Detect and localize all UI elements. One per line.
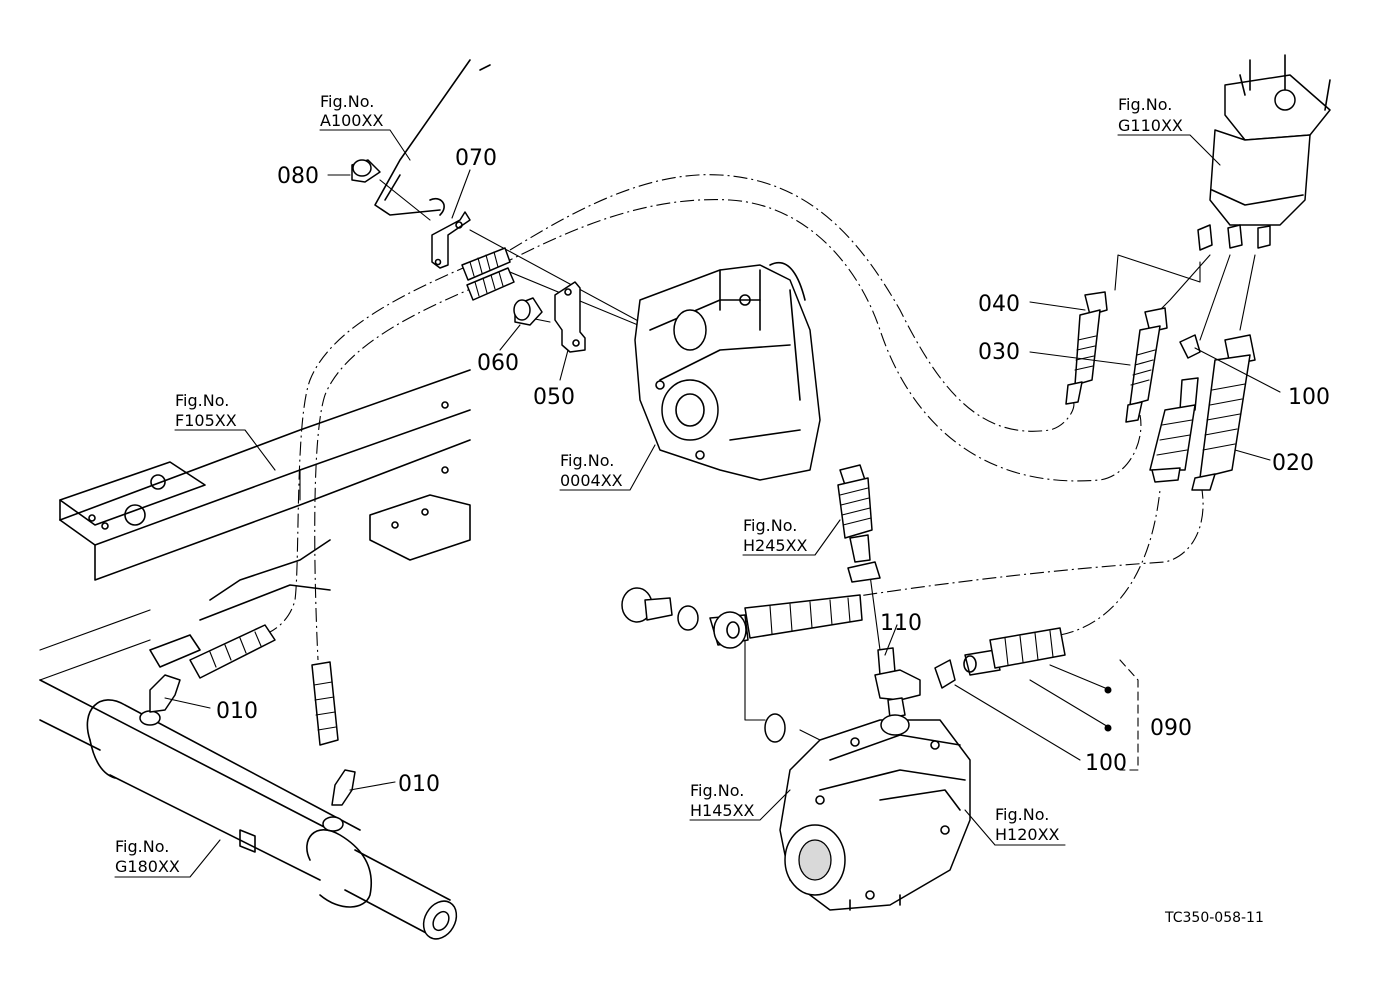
fig-ref-a100-line2: A100XX [320,111,383,130]
coupler-090 [934,627,1066,689]
fig-ref-h245-line1: Fig.No. [743,516,797,535]
part-label-100-bottom: 100 [1085,751,1127,776]
part-080-plug [351,159,381,183]
fig-ref-h145-line1: Fig.No. [690,781,744,800]
coupler-020 [1191,334,1256,491]
grommet-lower [466,267,515,301]
fig-ref-h245-line2: H245XX [743,536,808,555]
part-060-plug [513,297,543,326]
hose-pump-side [621,587,863,743]
clip-100-top [1179,334,1201,359]
coupler-mid [1149,377,1199,483]
part-label-040: 040 [978,292,1020,317]
tee-fitting-110 [874,647,921,719]
leader-lines [114,129,1281,878]
part-label-010-bottom: 010 [398,772,440,797]
part-label-070: 070 [455,146,497,171]
frame-chassis [39,369,471,681]
fig-ref-h120: Fig.No. H120XX [995,805,1060,844]
hydraulic-cylinder [39,679,458,940]
fig-ref-g180-line1: Fig.No. [115,837,169,856]
bracket-a100 [374,59,491,216]
part-label-030: 030 [978,340,1020,365]
fig-ref-h120-line1: Fig.No. [995,805,1049,824]
hydraulic-valve-g110 [1197,54,1331,251]
hose-030 [1125,307,1168,423]
fig-ref-h145: Fig.No. H145XX [690,781,755,820]
part-label-010-left: 010 [216,699,258,724]
fig-ref-f105-line1: Fig.No. [175,391,229,410]
fig-ref-g180: Fig.No. G180XX [115,837,180,876]
fig-ref-g110-line1: Fig.No. [1118,95,1172,114]
part-label-060: 060 [477,351,519,376]
callout-dot-lower [1104,724,1112,732]
bracket-090 [1119,659,1139,771]
fig-ref-a100-line1: Fig.No. [320,92,374,111]
fig-ref-h120-line2: H120XX [995,825,1060,844]
fig-ref-0004-line2: 0004XX [560,471,623,490]
part-050-clamp [554,281,586,353]
fig-ref-g180-line2: G180XX [115,857,180,876]
fig-ref-g110-line2: G110XX [1118,116,1183,135]
fig-ref-a100: Fig.No. A100XX [320,92,383,130]
hose-040 [1065,291,1108,405]
fig-ref-f105: Fig.No. F105XX [175,391,237,430]
part-label-080: 080 [277,164,319,189]
drawing-code: TC350-058-11 [1164,910,1264,926]
fig-ref-0004-line1: Fig.No. [560,451,614,470]
part-070-clamp [431,211,471,269]
fig-ref-0004: Fig.No. 0004XX [560,451,623,490]
engine-block [634,262,821,481]
fig-ref-g110: Fig.No. G110XX [1118,95,1183,135]
cable-h245 [837,464,881,583]
part-label-110: 110 [880,611,922,636]
part-label-020: 020 [1272,451,1314,476]
fig-ref-f105-line2: F105XX [175,411,237,430]
grommet-upper [461,247,511,281]
part-label-100-top: 100 [1288,385,1330,410]
elbow-010-left [149,624,276,713]
elbow-010-bottom [311,661,356,806]
fig-ref-h245: Fig.No. H245XX [743,516,808,555]
part-label-090: 090 [1150,716,1192,741]
hydraulic-pump [779,714,971,911]
callout-dot-upper [1104,686,1112,694]
part-label-050: 050 [533,385,575,410]
fig-ref-h145-line2: H145XX [690,801,755,820]
